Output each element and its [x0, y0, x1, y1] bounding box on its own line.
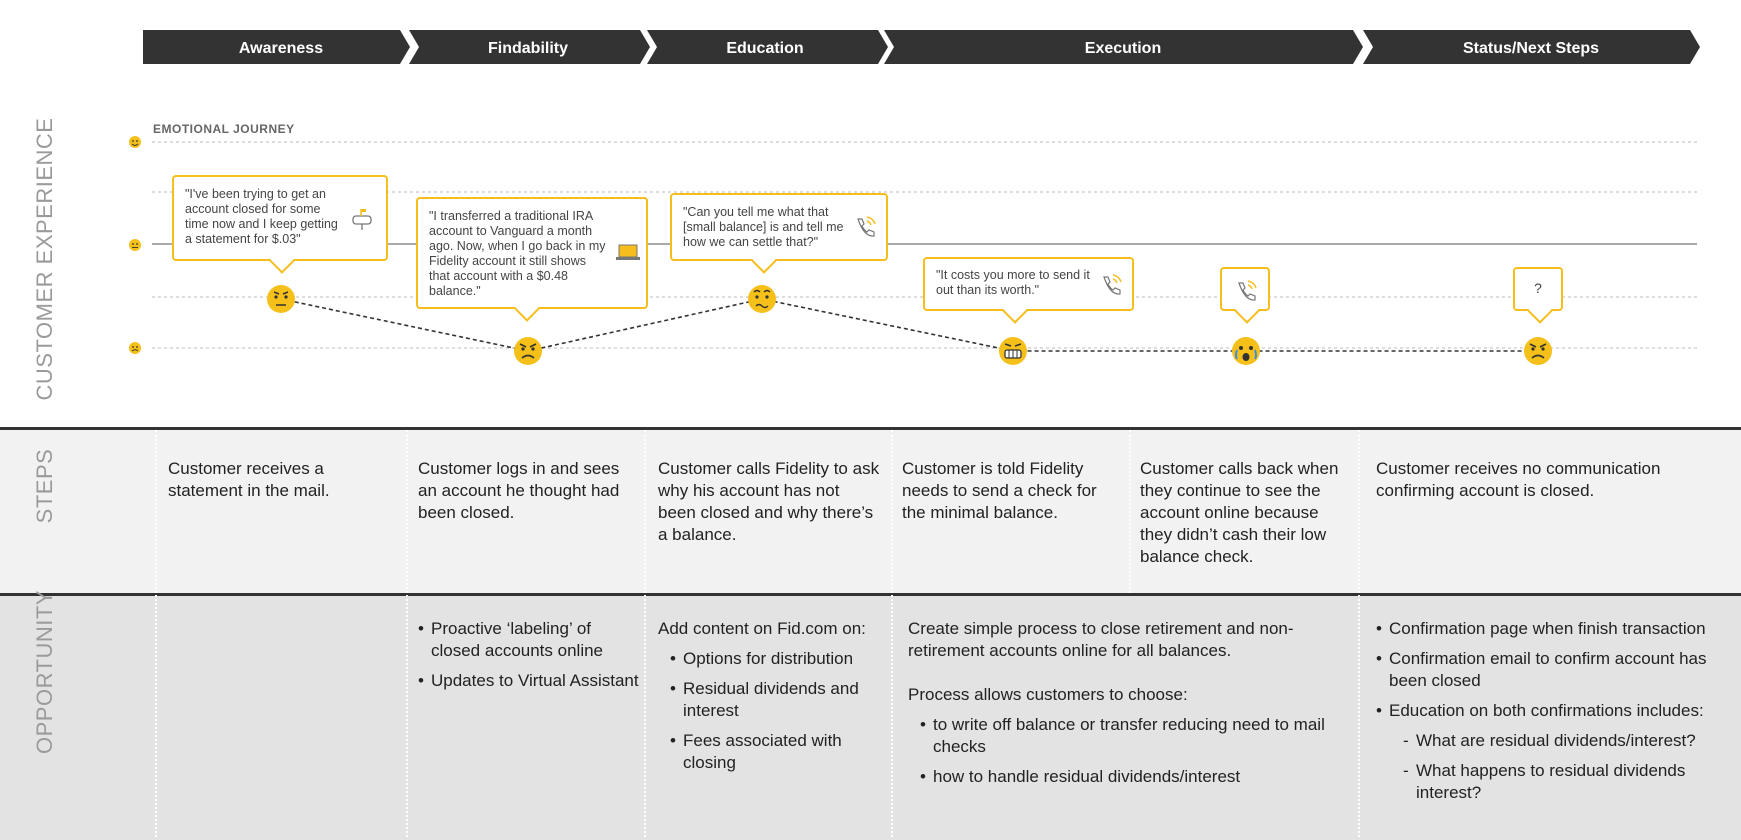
list-item: how to handle residual dividends/interes…: [920, 766, 1348, 788]
phase-label-findability: Findability: [488, 40, 568, 57]
quote-bubble-execution: "It costs you more to send it out than i…: [923, 257, 1134, 324]
laptop-icon: [616, 244, 640, 260]
column-divider: [1358, 430, 1360, 837]
quote-bubble-status: ?: [1513, 267, 1563, 324]
opportunity-subintro: Process allows customers to choose:: [908, 685, 1188, 704]
list-item: Confirmation email to confirm account ha…: [1376, 648, 1716, 692]
list-item: Fees associated with closing: [670, 730, 883, 774]
grimacing-face-icon: [999, 337, 1027, 365]
frustrated-face-icon: [267, 285, 295, 313]
column-divider: [1129, 430, 1131, 593]
list-subitem: What are residual dividends/interest?: [1403, 730, 1716, 752]
list-item: Options for distribution: [670, 648, 883, 670]
emotional-journey-chart: EMOTIONAL JOURNEY: [129, 122, 1697, 365]
phase-label-execution: Execution: [1085, 40, 1161, 57]
phone-icon: [1103, 274, 1122, 295]
list-item: Proactive ‘labeling’ of closed accounts …: [418, 618, 640, 662]
quote-text: "I've been trying to get an account clos…: [185, 187, 338, 246]
quote-bubble-callback: [1220, 267, 1270, 324]
steps-row: [0, 427, 1741, 596]
phase-arrow-execution: [884, 30, 1363, 64]
phase-label-awareness: Awareness: [239, 40, 323, 57]
emotional-journey-label: EMOTIONAL JOURNEY: [153, 122, 295, 136]
column-divider: [891, 430, 893, 837]
quote-text: "Can you tell me what that [small balanc…: [683, 205, 844, 249]
phase-header: Awareness Findability Education Executio…: [143, 30, 1700, 64]
phase-arrow-awareness: [143, 30, 410, 64]
list-item: to write off balance or transfer reducin…: [920, 714, 1348, 758]
step-findability: Customer logs in and sees an account he …: [418, 459, 620, 522]
journey-line: [280, 298, 1538, 352]
quote-bubble-education: "Can you tell me what that [small balanc…: [670, 193, 888, 274]
opportunity-education: Add content on Fid.com on: Options for d…: [658, 618, 883, 782]
list-item: Updates to Virtual Assistant: [418, 670, 640, 692]
phase-label-status: Status/Next Steps: [1463, 40, 1599, 57]
mailbox-icon: [352, 209, 372, 230]
list-item: Education on both confirmations includes…: [1376, 700, 1716, 722]
step-status: Customer receives no communication confi…: [1376, 459, 1661, 500]
opportunity-findability: Proactive ‘labeling’ of closed accounts …: [418, 618, 640, 700]
confused-face-icon: [748, 285, 776, 313]
opportunity-status: Confirmation page when finish transactio…: [1376, 618, 1716, 812]
list-subitem: What happens to residual dividends inter…: [1403, 760, 1716, 804]
phase-label-education: Education: [726, 40, 803, 57]
question-mark: ?: [1534, 280, 1542, 296]
phase-arrow-status: [1363, 30, 1700, 64]
angry-face-icon: [1524, 337, 1552, 365]
step-awareness: Customer receives a statement in the mai…: [168, 459, 330, 500]
column-divider: [644, 430, 646, 837]
phase-arrow-education: [647, 30, 888, 64]
phone-icon: [1238, 280, 1257, 301]
step-execution-callback: Customer calls back when they continue t…: [1140, 459, 1339, 566]
step-execution-check: Customer is told Fidelity needs to send …: [902, 459, 1097, 522]
list-item: Confirmation page when finish transactio…: [1376, 618, 1716, 640]
phone-icon: [857, 216, 876, 237]
column-divider: [155, 430, 157, 837]
opportunity-execution: Create simple process to close retiremen…: [908, 618, 1348, 796]
quote-bubble-findability: "I transferred a traditional IRA account…: [416, 197, 648, 322]
quote-text: "It costs you more to send it out than i…: [936, 268, 1090, 297]
quote-bubble-awareness: "I've been trying to get an account clos…: [172, 175, 388, 274]
step-education: Customer calls Fidelity to ask why his a…: [658, 459, 880, 544]
column-divider: [406, 430, 408, 837]
neutral-scale-icon: [129, 239, 141, 251]
angry-face-icon: [514, 337, 542, 365]
phase-arrow-findability: [409, 30, 650, 64]
row-label-opportunity: OPPORTUNITY: [32, 589, 57, 755]
happy-scale-icon: [129, 136, 141, 148]
quote-text: "I transferred a traditional IRA account…: [429, 209, 606, 298]
opportunity-intro: Create simple process to close retiremen…: [908, 619, 1294, 660]
crying-face-icon: [1232, 337, 1260, 365]
list-item: Residual dividends and interest: [670, 678, 883, 722]
row-label-steps: STEPS: [32, 448, 57, 524]
opportunity-intro: Add content on Fid.com on:: [658, 619, 866, 638]
sad-scale-icon: [129, 342, 141, 354]
